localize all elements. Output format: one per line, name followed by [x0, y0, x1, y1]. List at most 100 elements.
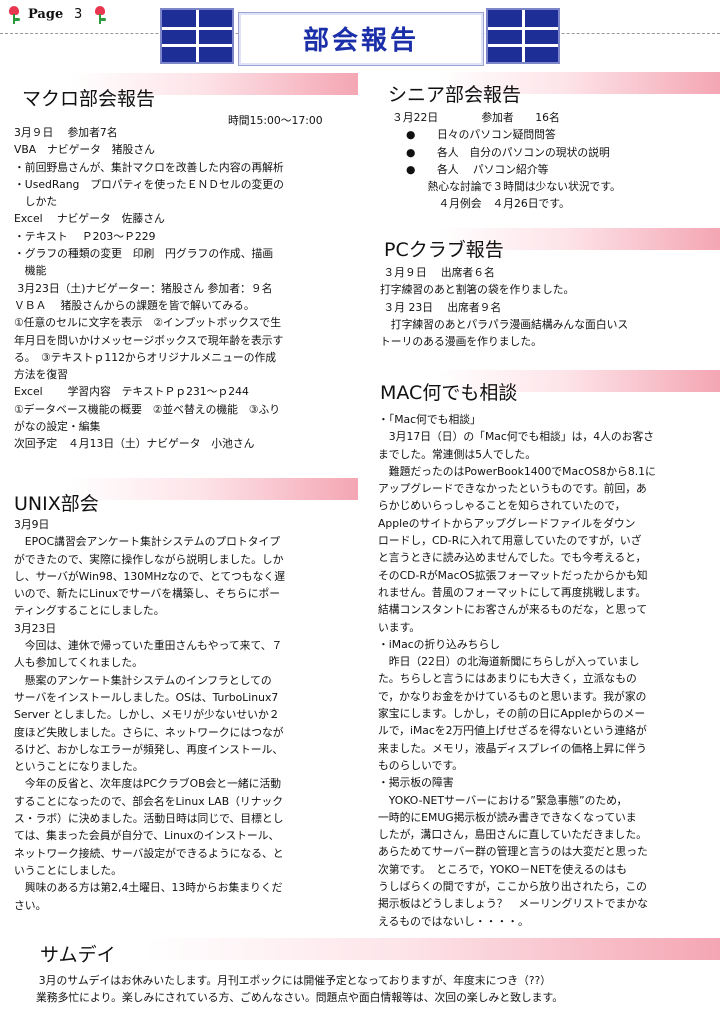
text-line: 3月9日 [14, 518, 50, 531]
text-line: ルで，iMacを2万円値上げせざるを得ないという連絡が [378, 724, 647, 738]
text-line: ができたので、実際に操作しながら説明しました。しか [14, 552, 284, 566]
text-line: 次第です。 ところで，YOKO－NETを使えるのはも [378, 862, 627, 876]
text-line: トーリのある漫画を作りました。 [380, 335, 542, 349]
title-panel: 部会報告 [238, 12, 484, 66]
page-word: Page [28, 7, 64, 22]
text-line: ３月22日 参加者 16名 [392, 111, 560, 124]
text-line: 難題だったのはPowerBook1400でMacOS8から8.1に [378, 464, 656, 478]
text-line: ス・ラボ）に決めました。活動日時は同じで、目標とし [14, 812, 284, 826]
text-line: しかた [14, 195, 58, 209]
macro-time: 時間15:00～17:00 [228, 114, 323, 127]
text-line: ３月 23日 出席者９名 [380, 300, 502, 314]
text-line: ・UsedRang プロパティを使ったＥＮＤセルの変更の [14, 177, 284, 191]
text-line: 興味のある方は第2,4土曜日、13時からお集まりくだ [14, 881, 283, 895]
text-line: EPOC講習会アンケート集計システムのプロトタイプ [14, 535, 281, 549]
text-line: あらためてサーバー群の管理と言うのは大変だと思った [378, 845, 648, 859]
text-line: ①データベース機能の概要 ②並べ替えの機能 ③ふり [14, 402, 281, 416]
sunday-heading: サムデイ [40, 944, 116, 966]
text-line: 熱心な討論で３時間は少ない状況です。 [406, 180, 621, 194]
unix-heading: UNIX部会 [14, 493, 99, 515]
text-line: 3月23日（土)ナビゲーター：猪股さん 参加者：９名 [14, 281, 273, 295]
text-line: 結構コンスタントにお客さんが来るものだな，と思って [378, 603, 648, 617]
text-line: することになったので、部会名をLinux LAB（リナック [14, 794, 284, 808]
text-line: ては、集まった会員が自分で、Linuxのインストール、 [14, 829, 280, 843]
text-line: ● 各人 パソコン紹介等 [406, 162, 549, 176]
text-line: 家宝にします。しかし，その前の日にAppleからのメー [378, 707, 646, 721]
text-line: Excel 学習内容 テキストＰｐ231～ｐ244 [14, 385, 249, 399]
text-line: うしばらくの間ですが，ここから放り出されたら，この [378, 880, 647, 894]
text-line: し、サーバがWin98、130MHzなので、とてつもなく遅 [14, 569, 285, 583]
heading-bar [376, 72, 720, 94]
text-line: いので、新たにLinuxでサーバを構築し、そちらにポー [14, 587, 281, 601]
text-line: 業務多忙により。楽しみにされている方、ごめんなさい。問題点や面白情報等は、次回の… [36, 991, 563, 1005]
text-line: 一時的にEMUG掲示板が読み書きできなくなっていま [378, 810, 637, 824]
text-line: ・掲示板の障害 [378, 776, 454, 790]
page-number: 3 [74, 7, 83, 22]
text-line: ①任意のセルに文字を表示 ②インプットボックスで生 [14, 316, 282, 330]
text-line: アップグレードできなかったというものです。前回，あ [378, 482, 647, 496]
text-line: る。 ③テキストｐ112からオリジナルメニューの作成 [14, 350, 277, 364]
text-line: したが，溝口さん，島田さんに直していただきました。 [378, 828, 647, 842]
text-line: ・テキスト Ｐ203～Ｐ229 [14, 229, 156, 243]
text-line: 懸案のアンケート集計システムのインフラとしての [14, 673, 272, 687]
text-line: ものらしいです。 [378, 758, 463, 772]
text-line: Server としました。しかし、メモリが少ないせいか２ [14, 708, 280, 722]
text-line: までした。常連側は5人でした。 [378, 447, 537, 461]
text-line: ＶＢＡ 猪股さんからの課題を皆で解いてみる。 [14, 298, 255, 312]
heading-bar [6, 478, 358, 500]
text-line: 3月のサムデイはお休みいたします。月刊エポックには開催予定となっておりますが、年… [28, 974, 552, 987]
heading-bar [376, 370, 720, 392]
title-banner: 部会報告 [160, 4, 560, 68]
mac-heading: MAC何でも相談 [380, 382, 518, 404]
sunday-body: 3月のサムデイはお休みいたします。月刊エポックには開催予定となっておりますが、年… [28, 972, 563, 1007]
text-line: 3月17日（日）の「Mac何でも相談」は，4人のお客さ [378, 430, 655, 444]
heading-bar [20, 938, 720, 960]
text-line: 今回は、連休で帰っていた重田さんもやって来て、７ [14, 639, 283, 653]
text-line: 来ました。メモリ，液晶ディスプレイの価格上昇に伴う [378, 741, 647, 755]
text-line: 年月日を問いかけメッセージボックスで現年齢を表示す [14, 333, 284, 347]
text-line: 機能 [14, 264, 47, 278]
text-line: ロードし，CD-Rに入れて用意していたのですが，いざ [378, 534, 642, 548]
text-line: 打字練習のあとパラパラ漫画結構みんな面白いス [380, 317, 629, 331]
text-line: そのCD-RがMacOS拡張フォーマットだったからかも知 [378, 568, 648, 582]
text-line: ３月９日 出席者６名 [380, 266, 495, 279]
text-line: らかじめいらっしゃることを知らされていたので， [378, 499, 626, 513]
macro-body: 3月９日 参加者7名 VBA ナビゲータ 猪股さん ・前回野島さんが、集計マクロ… [14, 124, 284, 453]
text-line: で，かなりお金をかけているものと思います。我が家の [378, 689, 647, 703]
text-line: ・前回野島さんが、集計マクロを改善した内容の再解析 [14, 160, 284, 174]
text-line: 人も参加してくれました。 [14, 656, 143, 670]
senior-heading: シニア部会報告 [388, 84, 522, 106]
text-line: ネットワーク接続、サーバ設定ができるようになる、と [14, 846, 284, 860]
window-graphic [486, 8, 560, 64]
text-line: 3月９日 参加者7名 [14, 126, 118, 139]
text-line: ・iMacの折り込みちらし [378, 637, 501, 651]
text-line: 度ほど失敗しました。さらに、ネットワークにはつなが [14, 725, 284, 739]
page-label: Page 3 [4, 4, 114, 28]
text-line: がなの設定・編集 [14, 420, 101, 434]
text-line: いうことにしました。 [14, 863, 122, 877]
text-line: 次回予定 ４月13日（土）ナビゲータ 小池さん [14, 437, 255, 451]
heading-bar [376, 228, 720, 250]
text-line: ● 日々のパソコン疑問問答 [406, 128, 556, 142]
text-line: VBA ナビゲータ 猪股さん [14, 143, 155, 157]
text-line: 今年の反省と、次年度はPCクラブOB会と一緒に活動 [14, 777, 282, 791]
text-line: YOKO-NETサーバーにおける”緊急事態”のため， [378, 793, 628, 807]
unix-body: 3月9日 EPOC講習会アンケート集計システムのプロトタイプ ができたので、実際… [14, 516, 285, 914]
text-line: ４月例会 ４月26日です。 [406, 197, 570, 211]
text-line: Excel ナビゲータ 佐藤さん [14, 212, 165, 226]
text-line: れません。昔風のフォーマットにして再度挑戦します。 [378, 585, 647, 599]
text-line: ティングすることにしました。 [14, 604, 165, 618]
text-line: ・グラフの種類の変更 印刷 円グラフの作成、描画 [14, 247, 274, 261]
text-line: るけど、おかしなエラーが頻発し、再度インストール、 [14, 742, 284, 756]
text-line: えるものではないし・・・・。 [378, 914, 529, 928]
text-line: と言うときに読み込めませんでした。でも今考えると， [378, 551, 647, 565]
text-line: 昨日（22日）の北海道新聞にちらしが入っていまし [378, 655, 640, 669]
pc-heading: PCクラブ報告 [384, 239, 504, 261]
text-line: ということになりました。 [14, 760, 144, 774]
senior-body: ３月22日 参加者 16名 ● 日々のパソコン疑問問答 ● 各人 自分のパソコン… [392, 109, 621, 213]
text-line: 掲示板はどうしましょう？ メーリングリストでまかな [378, 897, 648, 911]
text-line: た。ちらしと言うにはあまりにも大きく，立派なもの [378, 672, 637, 686]
text-line: ・「Mac何でも相談」 [378, 413, 481, 426]
tulip-icon [94, 6, 106, 24]
pc-body: ３月９日 出席者６名 打字練習のあと割箸の袋を作りました。 ３月 23日 出席者… [380, 264, 628, 350]
